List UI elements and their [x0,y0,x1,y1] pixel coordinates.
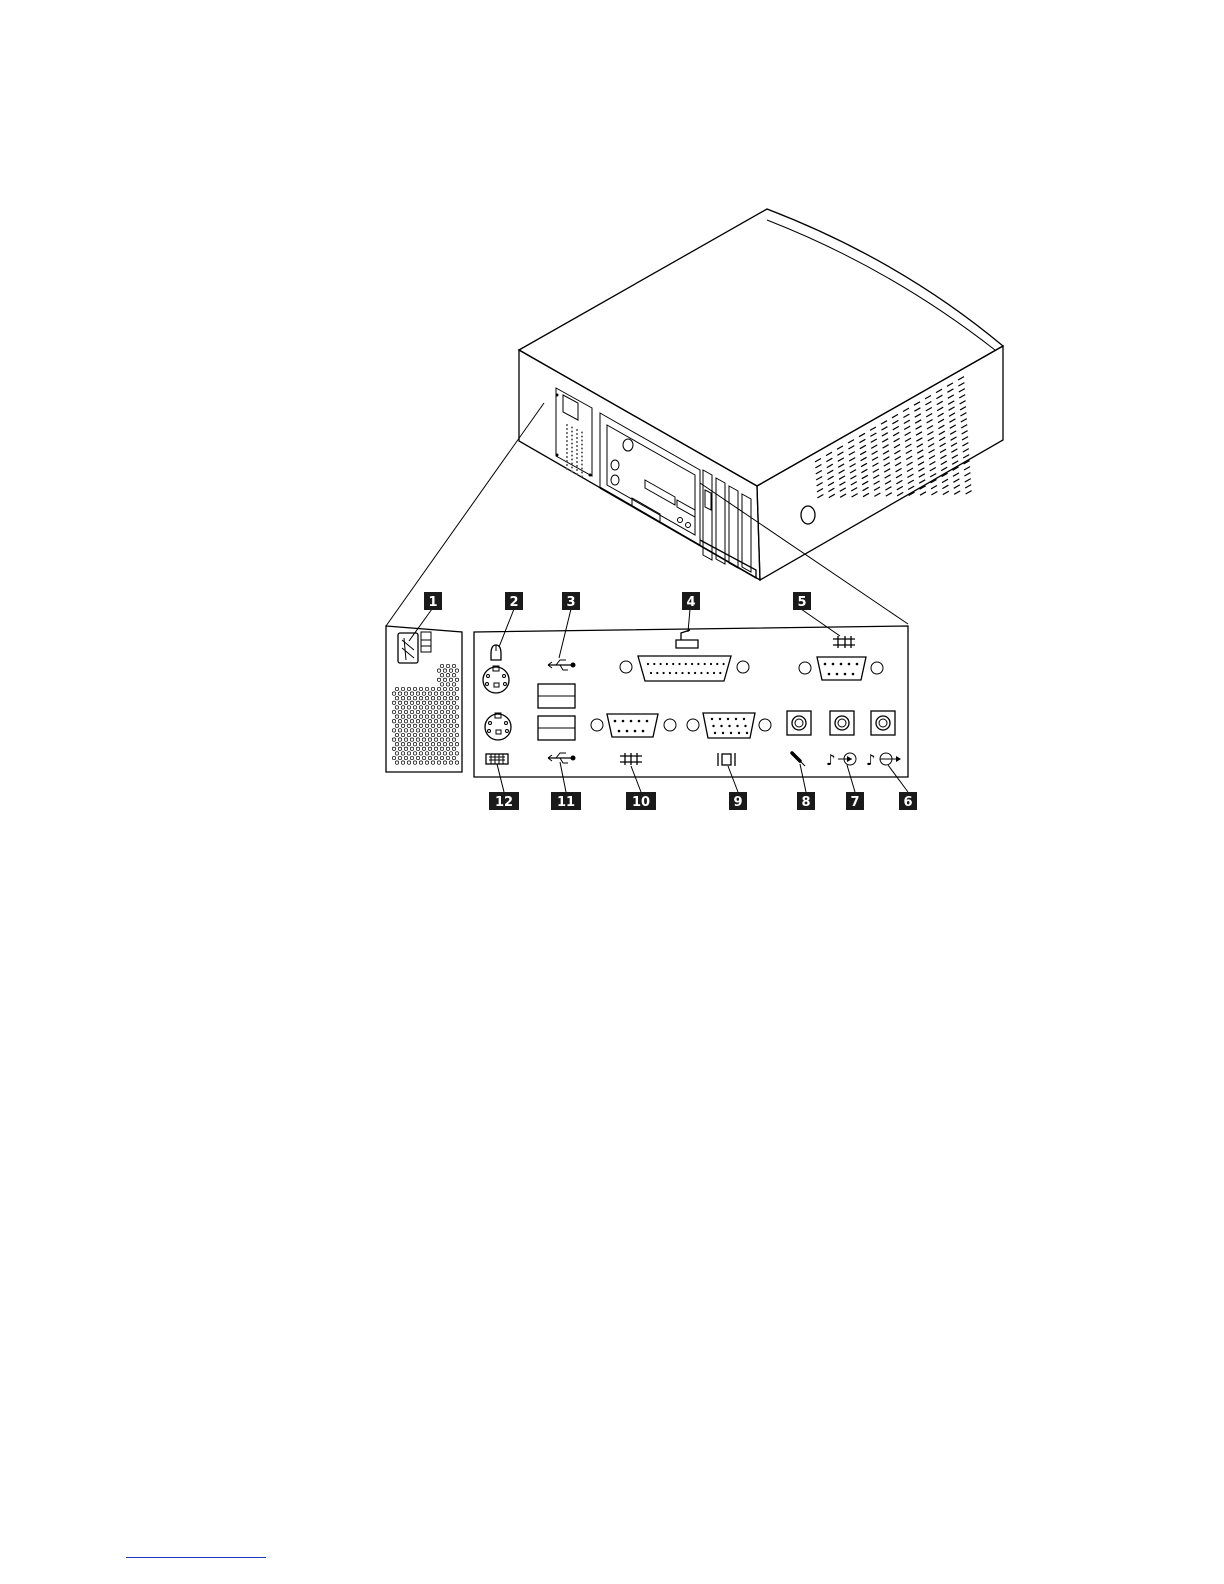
side-vents [815,377,972,498]
svg-text:11: 11 [557,795,575,810]
callout-11: 11 [551,792,581,810]
usb-icon [548,660,576,670]
svg-text:6: 6 [903,795,912,810]
rear-io-panel: ♪ ♪ [474,626,908,777]
callout-12: 12 [489,792,519,810]
callout-3: 3 [562,592,580,610]
callout-4: 4 [682,592,700,610]
svg-text:5: 5 [797,595,806,610]
svg-text:3: 3 [566,595,575,610]
svg-text:4: 4 [686,595,695,610]
audio-line-in-icon: ♪ [826,751,856,769]
serial-port-b [591,714,676,765]
microphone-icon [792,753,805,766]
keyboard-icon [486,754,508,764]
svg-text:♪: ♪ [866,751,876,769]
usb-ports [538,684,575,740]
serial-port-icon [833,636,855,648]
power-connector-icon [398,633,418,663]
svg-text:1: 1 [428,595,437,610]
serial-port-a [799,636,883,680]
callout-1: 1 [424,592,442,610]
audio-jacks [787,711,895,735]
callout-8: 8 [797,792,815,810]
svg-text:12: 12 [495,795,513,810]
keyboard-port [485,713,511,740]
svg-text:7: 7 [850,795,859,810]
audio-line-out-icon: ♪ [866,751,901,769]
svg-text:10: 10 [632,795,650,810]
svg-text:♪: ♪ [826,751,836,769]
svg-text:2: 2 [509,595,518,610]
callout-5: 5 [793,592,811,610]
footnote-rule [126,1557,266,1558]
printer-icon [676,630,698,648]
usb-icon [548,753,576,763]
svg-text:9: 9 [733,795,742,810]
serial-port-icon [620,753,642,765]
mouse-icon [491,645,501,660]
svg-text:8: 8 [801,795,810,810]
callout-6: 6 [899,792,917,810]
power-supply-detail [386,626,462,772]
monitor-icon [718,753,735,766]
monitor-port [687,713,771,766]
callout-10: 10 [626,792,656,810]
mouse-port [483,645,509,693]
callout-7: 7 [846,792,864,810]
parallel-port [620,630,749,681]
callout-9: 9 [729,792,747,810]
callout-2: 2 [505,592,523,610]
